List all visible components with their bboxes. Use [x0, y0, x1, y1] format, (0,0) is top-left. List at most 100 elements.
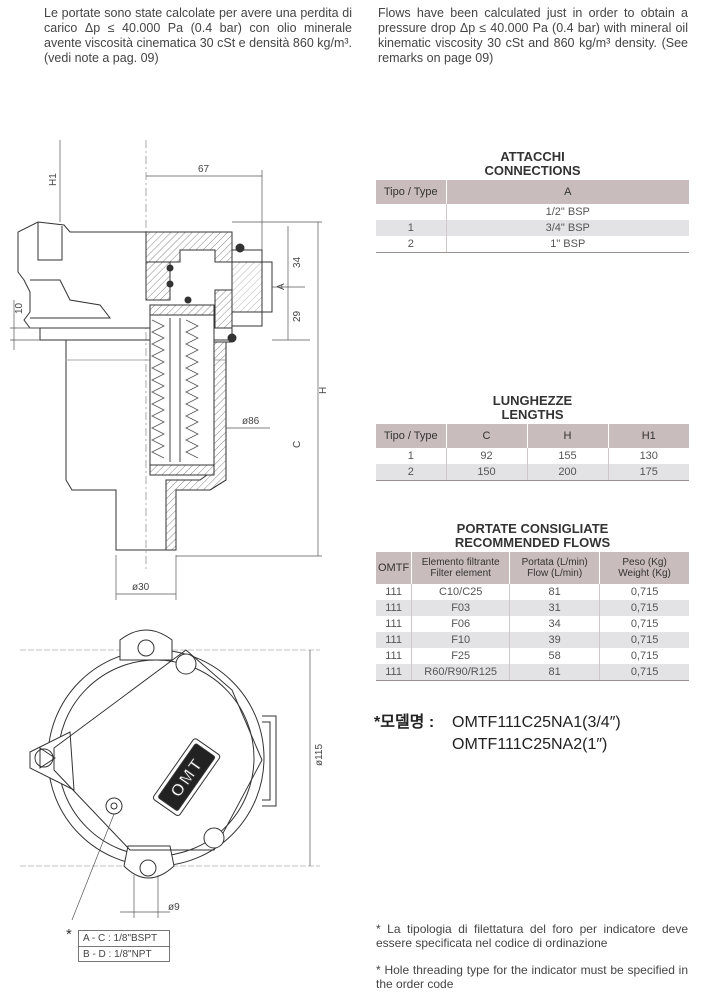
lengths-cell: 1: [376, 448, 447, 464]
flows-cell: 0,715: [599, 664, 689, 681]
model-line-1: OMTF111C25NA1(3/4″): [452, 714, 621, 731]
flows-cell: 0,715: [599, 632, 689, 648]
flows-cell: 111: [376, 616, 413, 632]
dim-c: C: [292, 441, 303, 448]
flows-cell: F06: [411, 616, 511, 632]
side-view-dimensions: [10, 140, 322, 600]
dim-10: 10: [14, 302, 25, 314]
flows-cell: R60/R90/R125: [411, 664, 511, 681]
flows-cell: 111: [376, 632, 413, 648]
dim-34: 34: [292, 256, 303, 268]
dim-a: A: [276, 283, 287, 290]
flows-cell: F10: [411, 632, 511, 648]
lengths-header-type: Tipo / Type: [376, 424, 447, 448]
top-view-dimensions: [71, 650, 311, 921]
flows-header-line: Elemento filtrante: [421, 557, 500, 568]
flows-header-line: Flow (L/min): [527, 568, 583, 579]
lengths-header-h: H: [527, 424, 609, 448]
connections-cell: 1/2" BSP: [545, 206, 590, 218]
flows-header-omtf: OMTF: [376, 552, 413, 584]
flows-cell: 111: [376, 648, 413, 664]
dim-d30: ø30: [132, 582, 150, 593]
flows-cell: C10/C25: [411, 584, 511, 600]
indicator-code-row-1: A - C : 1/8"BSPT: [83, 933, 158, 944]
flows-cell: 111: [376, 664, 413, 681]
dim-h1: H1: [48, 173, 59, 186]
flows-cell: F03: [411, 600, 511, 616]
indicator-code-row-2: B - D : 1/8"NPT: [79, 946, 169, 961]
dim-67: 67: [198, 164, 210, 175]
dim-29: 29: [292, 310, 303, 322]
flows-header-weight: Peso (Kg)Weight (Kg): [599, 552, 689, 584]
flows-cell: 0,715: [599, 600, 689, 616]
lengths-header-h1: H1: [608, 424, 689, 448]
intro-italian: Le portate sono state calcolate per aver…: [44, 6, 352, 65]
connections-cell: [376, 204, 447, 220]
lengths-cell: 92: [446, 448, 528, 464]
flows-header-line: Filter element: [430, 568, 491, 579]
flows-cell: 0,715: [630, 650, 659, 662]
flows-header-flow: Portata (L/min)Flow (L/min): [509, 552, 601, 584]
model-label: *모델명 :: [374, 714, 435, 731]
lengths-cell: 2: [376, 464, 447, 481]
flows-cell: 34: [509, 616, 601, 632]
dim-h: H: [318, 387, 329, 394]
flows-cell: 81: [509, 584, 601, 600]
flows-cell: 111: [376, 584, 413, 600]
connections-header-type: Tipo / Type: [376, 180, 447, 204]
lengths-cell: 175: [608, 464, 689, 481]
connections-cell: 2: [376, 236, 447, 253]
lengths-cell: 155: [527, 448, 609, 464]
lengths-header-c: C: [446, 424, 528, 448]
note-italian: * La tipologia di filettatura del foro p…: [376, 922, 688, 950]
lengths-cell: 150: [446, 464, 528, 481]
side-view: [17, 140, 273, 570]
dim-d115: ø115: [314, 744, 325, 766]
model-line-2: OMTF111C25NA2(1″): [452, 736, 608, 753]
indicator-code-box: A - C : 1/8"BSPT B - D : 1/8"NPT: [78, 930, 170, 962]
top-view: OMT: [20, 629, 320, 879]
flows-cell: 111: [376, 600, 413, 616]
lengths-cell: 200: [527, 464, 609, 481]
flows-header-line: Peso (Kg): [622, 557, 667, 568]
model-name-block: *모델명 : OMTF111C25NA1(3/4″) OMTF111C25NA2(…: [374, 712, 621, 756]
flows-cell: 81: [509, 664, 601, 681]
flows-cell: 0,715: [630, 618, 659, 630]
connections-cell: 1: [376, 220, 447, 236]
indicator-star: *: [66, 926, 72, 943]
connections-cell: 1" BSP: [446, 236, 689, 253]
note-english: * Hole threading type for the indicator …: [376, 963, 688, 991]
connections-row: 1/2" BSP: [376, 204, 689, 220]
intro-english: Flows have been calculated just in order…: [378, 6, 688, 65]
connections-cell: 3/4" BSP: [446, 220, 689, 236]
flows-header-line: Portata (L/min): [521, 557, 588, 568]
flows-cell: 58: [509, 648, 601, 664]
flows-cell: 0,715: [630, 586, 659, 598]
flows-cell: 39: [509, 632, 601, 648]
dim-d86: ø86: [242, 416, 260, 427]
lengths-cell: 130: [639, 450, 658, 462]
flows-cell: F25: [411, 648, 511, 664]
connections-header-a: A: [446, 180, 689, 204]
flows-header-line: Weight (Kg): [618, 568, 671, 579]
dim-d9: ø9: [168, 902, 180, 913]
flows-cell: 31: [509, 600, 601, 616]
